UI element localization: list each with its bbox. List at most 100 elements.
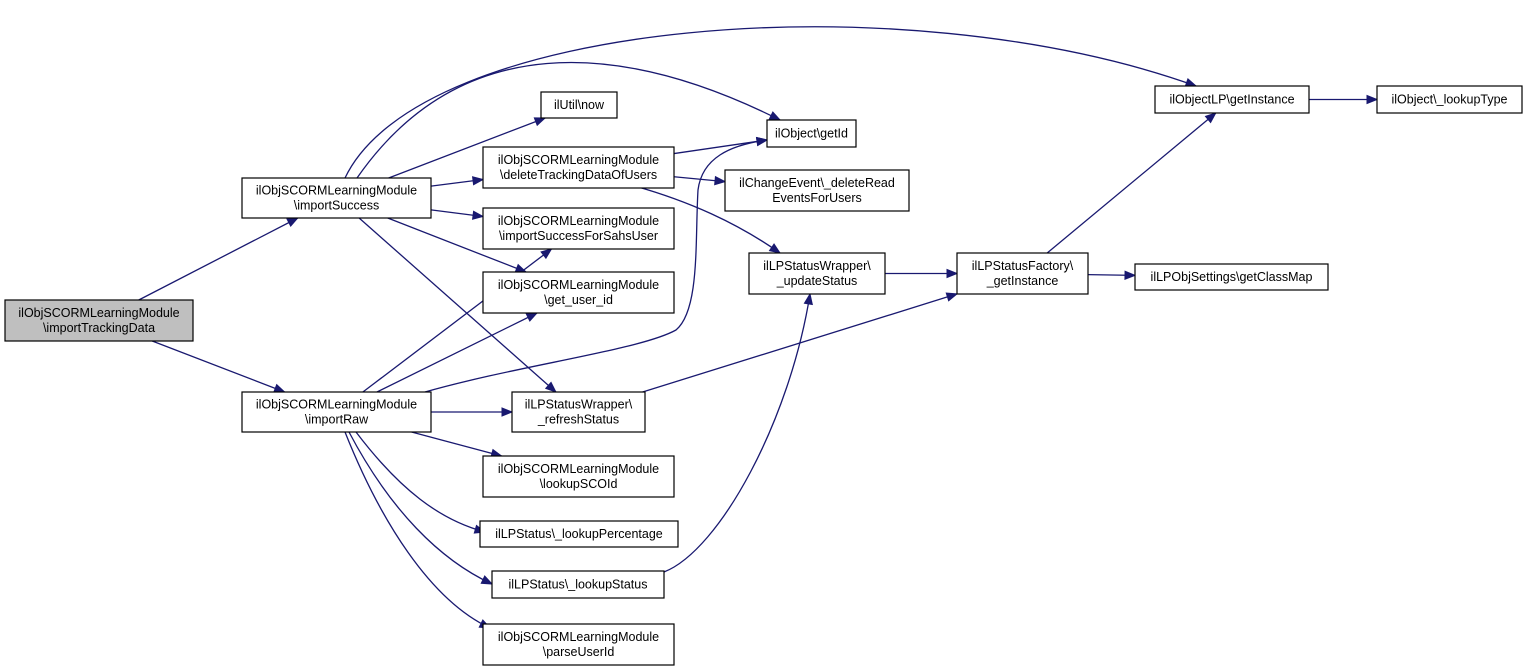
node-box xyxy=(482,271,675,314)
node-box xyxy=(479,520,679,548)
arrowhead xyxy=(544,381,557,393)
node-importSuccess[interactable]: ilObjSCORMLearningModule\importSuccess xyxy=(241,177,432,219)
node-label-line: ilObjSCORMLearningModule xyxy=(498,462,659,476)
edge-importTrackingData-to-importSuccess xyxy=(138,217,299,301)
edge-importSuccess-to-objectGetId xyxy=(356,61,781,179)
edges-layer xyxy=(138,26,1379,629)
node-refreshStatus[interactable]: ilLPStatusWrapper\_refreshStatus xyxy=(511,391,646,433)
node-label-line: ilObjSCORMLearningModule xyxy=(18,306,179,320)
edge-importSuccess-to-getUserId xyxy=(387,217,527,273)
node-box xyxy=(4,299,194,342)
node-label-line: ilObjSCORMLearningModule xyxy=(498,278,659,292)
node-label-line: ilObjSCORMLearningModule xyxy=(498,214,659,228)
edge-importRaw-to-lookupStatus xyxy=(348,431,493,585)
node-importSuccessForSahsUser[interactable]: ilObjSCORMLearningModule\importSuccessFo… xyxy=(482,207,675,250)
arrowhead xyxy=(525,312,539,322)
node-box xyxy=(540,91,618,119)
arrowhead xyxy=(1184,78,1198,87)
node-box xyxy=(241,177,432,219)
node-box xyxy=(482,455,675,498)
node-box xyxy=(724,169,910,212)
node-box xyxy=(748,252,886,295)
node-label-line: ilLPStatusWrapper\ xyxy=(763,259,871,273)
node-label-line: \get_user_id xyxy=(544,293,613,307)
node-box xyxy=(241,391,432,433)
node-label-line: ilLPObjSettings\getClassMap xyxy=(1151,270,1313,284)
arrowhead xyxy=(1366,94,1379,105)
node-label-line: ilObjSCORMLearningModule xyxy=(256,398,417,412)
node-label-line: \deleteTrackingDataOfUsers xyxy=(500,168,657,182)
arrowhead xyxy=(768,243,782,254)
node-utilNow[interactable]: ilUtil\now xyxy=(540,91,618,119)
arrowhead xyxy=(471,210,485,220)
node-box xyxy=(956,252,1089,295)
node-getClassMap[interactable]: ilLPObjSettings\getClassMap xyxy=(1134,263,1329,291)
node-label-line: ilLPStatusFactory\ xyxy=(972,259,1074,273)
node-lookupStatus[interactable]: ilLPStatus\_lookupStatus xyxy=(491,570,665,599)
node-label-line: \importRaw xyxy=(305,413,369,427)
arrowhead xyxy=(714,175,727,186)
node-box xyxy=(482,146,675,189)
arrowhead xyxy=(514,263,528,273)
node-updateStatus[interactable]: ilLPStatusWrapper\_updateStatus xyxy=(748,252,886,295)
node-lookupType[interactable]: ilObject\_lookupType xyxy=(1376,85,1523,114)
node-label-line: ilObjectLP\getInstance xyxy=(1169,93,1294,107)
nodes-layer: ilObjSCORMLearningModule\importTrackingD… xyxy=(4,85,1523,666)
edge-importSuccess-to-objectLPGetInstance xyxy=(344,26,1197,179)
arrowhead xyxy=(1124,270,1137,280)
arrowhead xyxy=(471,176,485,186)
edge-importRaw-to-objectGetId xyxy=(424,139,768,393)
node-objectGetId[interactable]: ilObject\getId xyxy=(766,119,857,148)
arrowhead xyxy=(768,111,782,121)
arrowhead xyxy=(286,217,299,228)
edge-importSuccess-to-utilNow xyxy=(388,117,546,179)
arrowhead xyxy=(480,575,494,585)
arrowhead xyxy=(803,292,813,306)
arrowhead xyxy=(755,136,769,147)
node-box xyxy=(1154,85,1310,114)
node-box xyxy=(1376,85,1523,114)
arrowhead xyxy=(501,407,514,417)
node-importTrackingData[interactable]: ilObjSCORMLearningModule\importTrackingD… xyxy=(4,299,194,342)
node-importRaw[interactable]: ilObjSCORMLearningModule\importRaw xyxy=(241,391,432,433)
node-label-line: \parseUserId xyxy=(543,645,615,659)
edge-importRaw-to-lookupSCOId xyxy=(411,431,502,457)
node-label-line: _refreshStatus xyxy=(537,413,619,427)
node-getUserId[interactable]: ilObjSCORMLearningModule\get_user_id xyxy=(482,271,675,314)
node-label-line: ilLPStatusWrapper\ xyxy=(525,398,633,412)
edge-statusFactoryGetInstance-to-objectLPGetInstance xyxy=(1046,112,1217,254)
node-label-line: ilObjSCORMLearningModule xyxy=(498,153,659,167)
arrowhead xyxy=(945,292,959,302)
arrowhead xyxy=(533,117,547,127)
node-label-line: \lookupSCOId xyxy=(540,477,618,491)
edge-importRaw-to-getUserId xyxy=(376,312,538,393)
arrowhead xyxy=(273,383,286,393)
node-deleteTrackingDataOfUsers[interactable]: ilObjSCORMLearningModule\deleteTrackingD… xyxy=(482,146,675,189)
node-parseUserId[interactable]: ilObjSCORMLearningModule\parseUserId xyxy=(482,623,675,666)
edge-deleteTrackingDataOfUsers-to-updateStatus xyxy=(619,181,781,254)
node-label-line: \importTrackingData xyxy=(43,321,155,335)
node-objectLPGetInstance[interactable]: ilObjectLP\getInstance xyxy=(1154,85,1310,114)
node-lookupPercentage[interactable]: ilLPStatus\_lookupPercentage xyxy=(479,520,679,548)
edge-importRaw-to-parseUserId xyxy=(344,431,491,629)
node-label-line: ilChangeEvent\_deleteRead xyxy=(739,176,895,190)
node-box xyxy=(482,207,675,250)
edge-deleteTrackingDataOfUsers-to-objectGetId xyxy=(673,139,768,155)
node-label-line: ilObject\_lookupType xyxy=(1391,93,1507,107)
node-box xyxy=(511,391,646,433)
node-box xyxy=(482,623,675,666)
node-label-line: \importSuccessForSahsUser xyxy=(499,229,658,243)
node-statusFactoryGetInstance[interactable]: ilLPStatusFactory\_getInstance xyxy=(956,252,1089,295)
arrowhead xyxy=(540,248,553,260)
arrowhead xyxy=(946,268,959,279)
node-label-line: ilUtil\now xyxy=(554,98,605,112)
node-box xyxy=(766,119,857,148)
node-label-line: _getInstance xyxy=(986,274,1059,288)
node-label-line: ilObject\getId xyxy=(775,127,848,141)
edge-lookupStatus-to-updateStatus xyxy=(663,293,811,573)
edge-importSuccess-to-refreshStatus xyxy=(358,217,557,393)
node-lookupSCOId[interactable]: ilObjSCORMLearningModule\lookupSCOId xyxy=(482,455,675,498)
node-box xyxy=(491,570,665,599)
